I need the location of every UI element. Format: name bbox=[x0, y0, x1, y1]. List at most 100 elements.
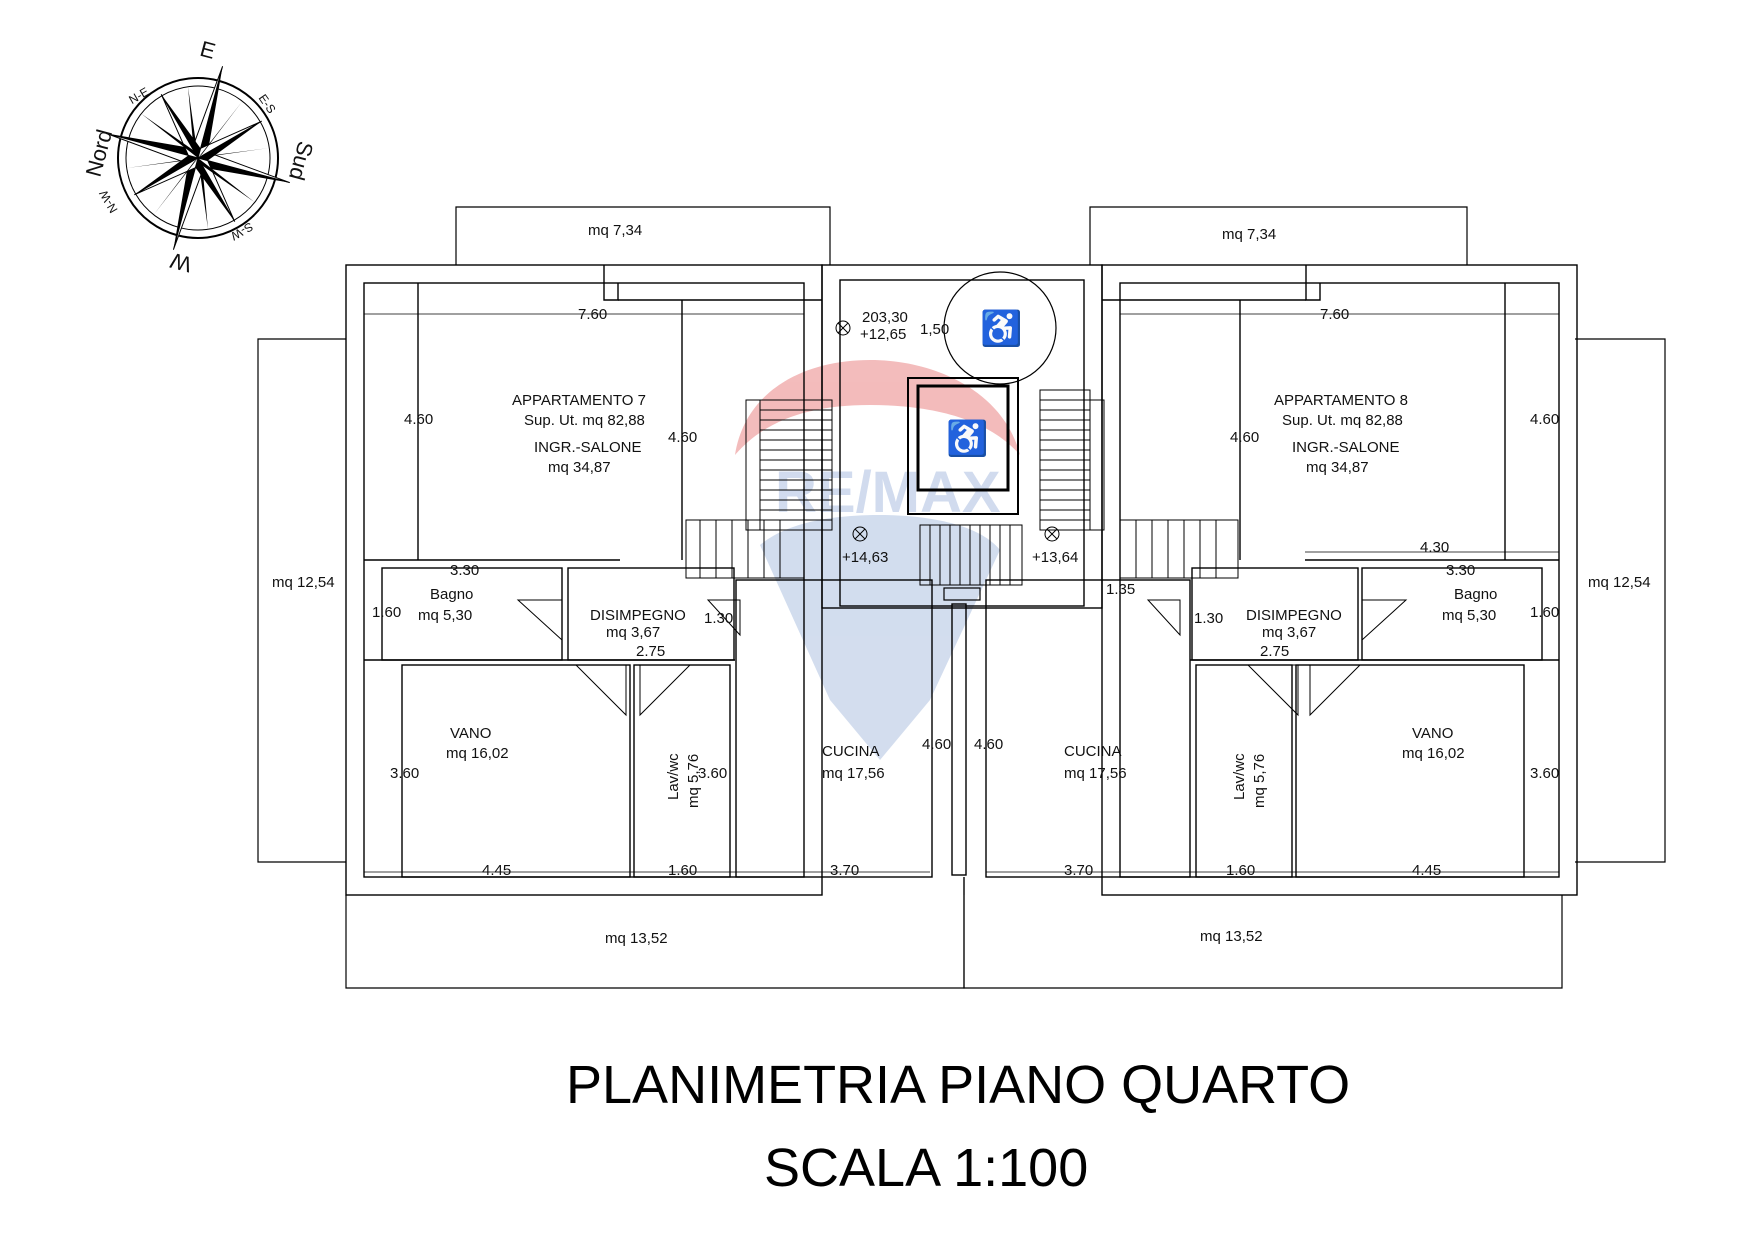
dim-left-salone-w: 7.60 bbox=[578, 306, 607, 323]
stair-steps-left-low bbox=[685, 519, 805, 579]
a8-bagno: Bagno bbox=[1454, 586, 1497, 603]
balconies bbox=[257, 206, 1666, 989]
a8-salone-area: mq 34,87 bbox=[1306, 459, 1369, 476]
dim-right-dis-w: 2.75 bbox=[1260, 643, 1289, 660]
elevator-door bbox=[943, 587, 981, 601]
dim-left-dis-h: 1.30 bbox=[704, 610, 733, 627]
level-marker-landing bbox=[835, 320, 851, 336]
dim-right-salone-h2: 4.60 bbox=[1230, 429, 1259, 446]
dim-right-lav-w: 1.60 bbox=[1226, 862, 1255, 879]
stair-landing-width: 1,50 bbox=[920, 321, 949, 338]
balcony-top-right bbox=[1089, 206, 1468, 265]
elevator-inner bbox=[916, 384, 1010, 492]
a8-lav-area: mq 5,76 bbox=[1251, 754, 1268, 808]
balcony-side-left bbox=[257, 338, 346, 863]
dim-left-cucina-w: 3.70 bbox=[830, 862, 859, 879]
dim-left-cucina-h: 4.60 bbox=[922, 736, 951, 753]
stair-level-right: +13,64 bbox=[1032, 549, 1078, 566]
stair-level-landing: 203,30 bbox=[862, 309, 908, 326]
elevator: ♿ bbox=[907, 377, 1019, 601]
balcony-top-right-area: mq 7,34 bbox=[1222, 226, 1276, 243]
stair-level-upper: +12,65 bbox=[860, 326, 906, 343]
watermark-balloon-top bbox=[735, 360, 1020, 455]
a7-bagno: Bagno bbox=[430, 586, 473, 603]
plan-title: PLANIMETRIA PIANO QUARTO bbox=[566, 1055, 1350, 1115]
wall-notch-left bbox=[603, 265, 619, 301]
turning-circle bbox=[943, 271, 1057, 385]
balcony-bottom-left-area: mq 13,52 bbox=[605, 930, 668, 947]
compass-label-ne: N-E bbox=[126, 84, 151, 106]
balcony-side-left-area: mq 12,54 bbox=[272, 574, 335, 591]
dimension-lines bbox=[364, 313, 1559, 873]
wall-right-lav bbox=[1195, 664, 1293, 878]
dim-right-salone-h: 4.60 bbox=[1530, 411, 1559, 428]
level-marker-right bbox=[1044, 526, 1060, 542]
level-markers bbox=[835, 320, 1060, 542]
a8-disimpegno-area: mq 3,67 bbox=[1262, 624, 1316, 641]
stair-core-inner bbox=[839, 279, 1085, 607]
door-swing-bagno-right bbox=[1361, 599, 1408, 642]
dim-left-dis-w: 2.75 bbox=[636, 643, 665, 660]
stair-steps-right-low bbox=[1119, 519, 1239, 579]
a8-salone: INGR.-SALONE bbox=[1292, 439, 1400, 456]
dim-left-lav-w: 1.60 bbox=[668, 862, 697, 879]
balcony-side-right-area: mq 12,54 bbox=[1588, 574, 1651, 591]
plan-scale: SCALA 1:100 bbox=[764, 1138, 1088, 1198]
stairs bbox=[685, 389, 1239, 586]
dim-right-dis-h: 1.30 bbox=[1194, 610, 1223, 627]
a8-bagno-area: mq 5,30 bbox=[1442, 607, 1496, 624]
a7-vano: VANO bbox=[450, 725, 491, 742]
dim-right-salone-w: 7.60 bbox=[1320, 306, 1349, 323]
dim-right-corr-w: 4.30 bbox=[1420, 539, 1449, 556]
compass-label-nw: N-W bbox=[96, 187, 120, 215]
stair-core-outer bbox=[821, 264, 1103, 609]
dim-right-vano-h: 3.60 bbox=[1530, 765, 1559, 782]
door-swing-cucina-left bbox=[706, 599, 741, 637]
a8-vano-area: mq 16,02 bbox=[1402, 745, 1465, 762]
a7-lav: Lav/wc bbox=[665, 753, 682, 800]
a8-disimpegno: DISIMPEGNO bbox=[1246, 607, 1342, 624]
a7-bagno-area: mq 5,30 bbox=[418, 607, 472, 624]
dim-left-bagno-w: 3.30 bbox=[450, 562, 479, 579]
stair-flight-bottom bbox=[919, 524, 1023, 586]
door-swing-dis-left-1 bbox=[574, 664, 627, 717]
dim-right-cucina-h: 4.60 bbox=[974, 736, 1003, 753]
dim-left-vano-h: 3.60 bbox=[390, 765, 419, 782]
dim-right-bagno-w: 3.30 bbox=[1446, 562, 1475, 579]
a7-disimpegno: DISIMPEGNO bbox=[590, 607, 686, 624]
a7-disimpegno-area: mq 3,67 bbox=[606, 624, 660, 641]
dim-left-salone-h2: 4.60 bbox=[668, 429, 697, 446]
balcony-bottom-right-area: mq 13,52 bbox=[1200, 928, 1263, 945]
compass-label-w: W bbox=[168, 248, 195, 278]
a8-name: APPARTAMENTO 8 bbox=[1274, 392, 1408, 409]
balcony-side-right bbox=[1575, 338, 1666, 863]
door-swing-cucina-right bbox=[1146, 599, 1181, 637]
dim-right-cucina-w: 3.70 bbox=[1064, 862, 1093, 879]
a7-cucina: CUCINA bbox=[822, 743, 880, 760]
dim-left-lav-h: 3.60 bbox=[698, 765, 727, 782]
door-swing-bagno-left bbox=[516, 599, 563, 642]
balcony-top-left bbox=[455, 206, 831, 265]
compass-label-e: E bbox=[197, 36, 218, 64]
wall-notch-right bbox=[1305, 265, 1321, 301]
a7-cucina-area: mq 17,56 bbox=[822, 765, 885, 782]
walls bbox=[345, 264, 1578, 896]
level-marker-left bbox=[852, 526, 868, 542]
door-swing-dis-right-1 bbox=[1246, 664, 1299, 717]
wheelchair-icon: ♿ bbox=[946, 419, 988, 458]
a7-name: APPARTAMENTO 7 bbox=[512, 392, 646, 409]
dim-right-bagno-h: 1.60 bbox=[1530, 604, 1559, 621]
wall-right-vano bbox=[1295, 664, 1525, 878]
wall-left-disimpegno bbox=[567, 567, 735, 661]
door-swing-dis-left-2 bbox=[639, 664, 692, 717]
wall-right-cucina bbox=[985, 579, 1191, 878]
compass-label-sw: S-W bbox=[228, 219, 256, 243]
a7-lav-area: mq 5,76 bbox=[685, 754, 702, 808]
central-shaft bbox=[951, 603, 967, 876]
compass-label-es: E-S bbox=[256, 92, 279, 116]
stair-level-left: +14,63 bbox=[842, 549, 888, 566]
balcony-top-left-area: mq 7,34 bbox=[588, 222, 642, 239]
dim-left-vano-w: 4.45 bbox=[482, 862, 511, 879]
compass-label-nord: Nord bbox=[81, 127, 117, 180]
